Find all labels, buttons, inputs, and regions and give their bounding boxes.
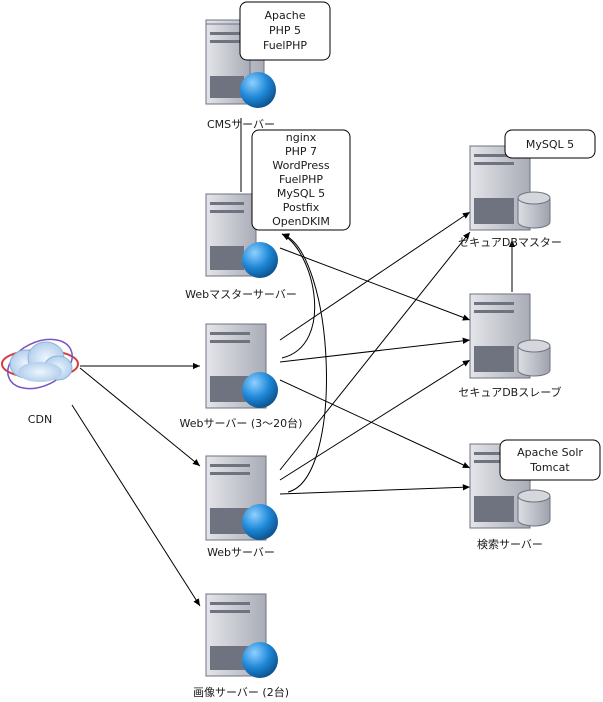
edge-web2-dbslave [279,359,471,481]
dbmaster-label: セキュアDBマスター [458,236,562,249]
edge-web1-dbmaster [279,211,471,341]
server-icon[interactable] [469,293,551,379]
edge-web2-webmaster [281,233,327,493]
cms-server-label: CMSサーバー [207,118,275,131]
note-line: MySQL 5 [277,187,325,200]
note-line: OpenDKIM [272,215,330,228]
cdn-label: CDN [28,413,52,426]
web1-server-icon [205,323,278,409]
server-icon[interactable] [205,455,278,541]
edge-web1-webmaster [281,233,316,359]
note-line: PHP 5 [269,24,301,37]
image-server-icon [205,593,278,678]
edge-web2-dbmaster [279,231,471,471]
note-line: Tomcat [529,461,570,474]
globe-icon [242,242,278,278]
note-line: Apache [264,9,305,22]
web2-server-icon [205,455,278,541]
edge-web2-search [279,484,471,495]
note-dbmaster: MySQL 5 [504,129,596,159]
globe-icon [242,642,278,678]
image-server-label: 画像サーバー (2台) [193,685,289,699]
edge-webmaster-dbslave [279,247,471,321]
globe-icon [240,72,276,108]
dbslave-server-icon [469,293,551,379]
globe-icon [242,504,278,540]
globe-icon [242,372,278,408]
web1-server-label: Webサーバー (3〜20台) [180,416,303,430]
server-icon[interactable] [469,145,551,231]
cloud-icon [1,338,79,390]
note-line: MySQL 5 [526,138,574,151]
edge-cdn-image [71,404,201,607]
edge-web1-search [279,379,471,469]
webmaster-server-label: Webマスターサーバー [185,288,297,301]
note-line: Apache Solr [517,446,583,459]
note-line: Postfix [283,201,320,214]
note-cms: Apache PHP 5 FuelPHP [239,1,331,61]
webmaster-server-icon [205,193,278,278]
note-line: FuelPHP [263,39,307,52]
cdn-icon[interactable] [0,330,80,399]
note-line: WordPress [272,159,329,172]
note-line: nginx [286,131,317,144]
edge-cdn-web2 [79,367,201,467]
note-webmaster: nginx PHP 7 WordPress FuelPHP MySQL 5 Po… [251,129,351,231]
dbmaster-server-icon [469,145,551,231]
search-server-label: 検索サーバー [477,537,543,551]
edges [71,118,516,607]
server-icon[interactable] [205,323,278,409]
dbslave-label: セキュアDBスレーブ [458,385,561,399]
note-line: PHP 7 [285,145,317,158]
server-icon[interactable] [205,193,278,278]
note-line: FuelPHP [279,173,323,186]
database-icon [517,339,551,377]
database-icon [517,489,551,527]
web2-server-label: Webサーバー [207,546,275,559]
note-search: Apache Solr Tomcat [499,439,601,481]
server-icon[interactable] [205,593,278,678]
database-icon [517,191,551,229]
